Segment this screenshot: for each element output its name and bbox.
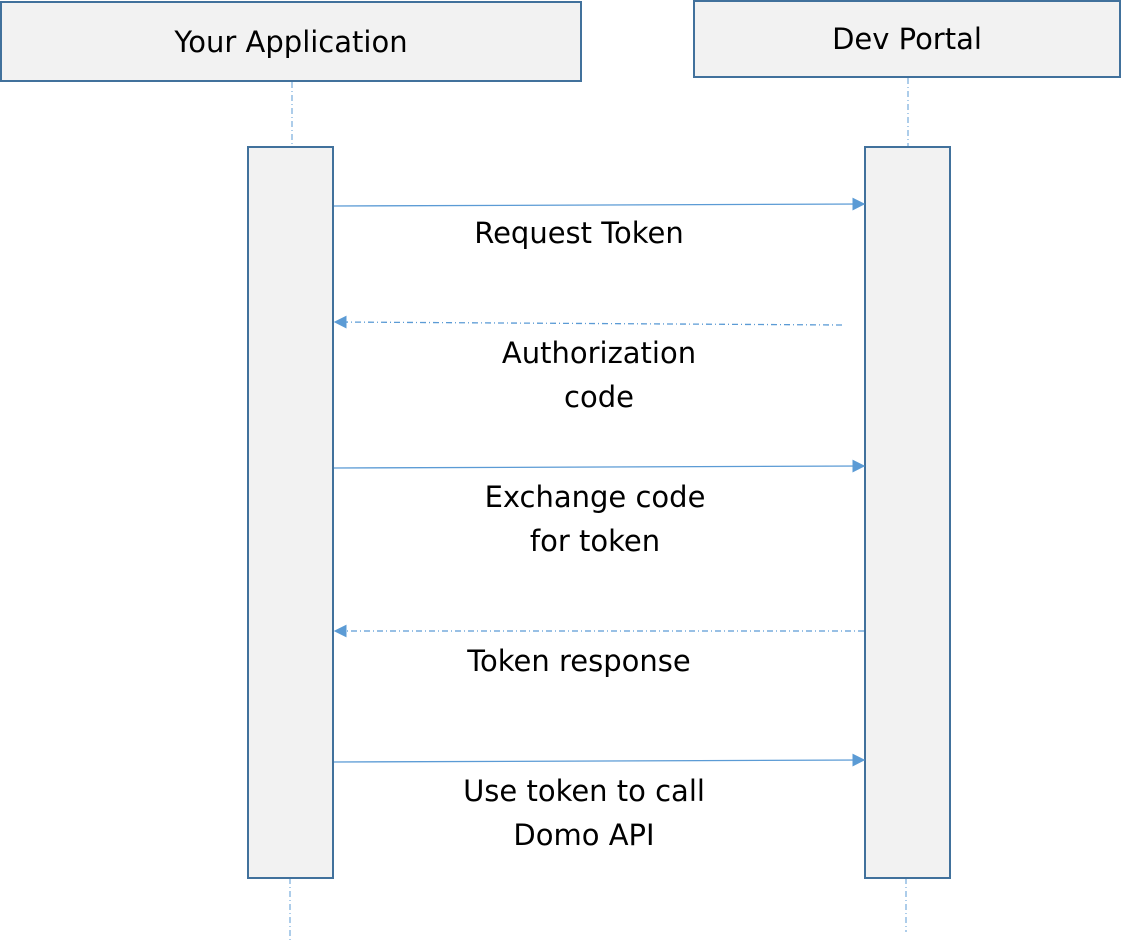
participant-box-your-application [0, 1, 582, 82]
message-arrow-exchange-code [333, 459, 866, 473]
message-label-exchange-code: Exchange code for token [484, 480, 706, 558]
message-label-token-response: Token response [467, 644, 691, 678]
participant-title-dev-portal: Dev Portal [832, 22, 982, 56]
message-label-request-token: Request Token [474, 216, 684, 250]
message-label-authorization-code: Authorization code [501, 336, 697, 414]
activation-bar-dev-portal [864, 146, 951, 879]
message-label-use-token: Use token to call Domo API [463, 774, 705, 852]
message-arrow-use-token [333, 753, 866, 767]
message-arrow-request-token [333, 197, 866, 211]
participant-title-your-application: Your Application [174, 24, 408, 59]
activation-bar-your-application [247, 146, 334, 879]
message-arrow-authorization-code [333, 315, 843, 329]
participant-box-dev-portal [693, 0, 1121, 78]
